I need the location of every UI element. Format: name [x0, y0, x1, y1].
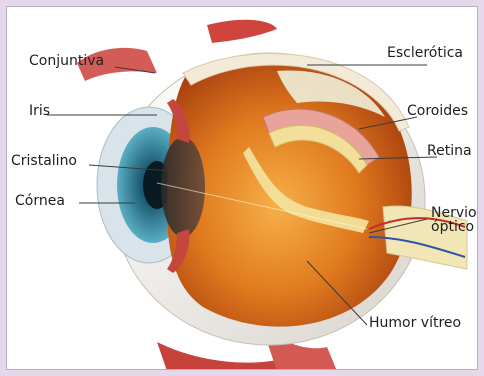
- label-conjuntiva: Conjuntiva: [29, 53, 104, 69]
- label-esclerotica: Esclerótica: [387, 45, 463, 61]
- label-humor-vitreo: Humor vítreo: [369, 315, 461, 331]
- label-cornea: Córnea: [15, 193, 65, 209]
- muscle-top: [207, 20, 277, 43]
- label-iris: Iris: [29, 103, 50, 119]
- label-retina: Retina: [427, 143, 472, 159]
- label-coroides: Coroides: [407, 103, 468, 119]
- label-nervio-line2: óptico: [431, 219, 474, 235]
- diagram-panel: Conjuntiva Iris Cristalino Córnea Escler…: [6, 6, 478, 370]
- lens-shape: [161, 137, 205, 237]
- label-cristalino: Cristalino: [11, 153, 77, 169]
- muscle-bottom: [157, 342, 282, 370]
